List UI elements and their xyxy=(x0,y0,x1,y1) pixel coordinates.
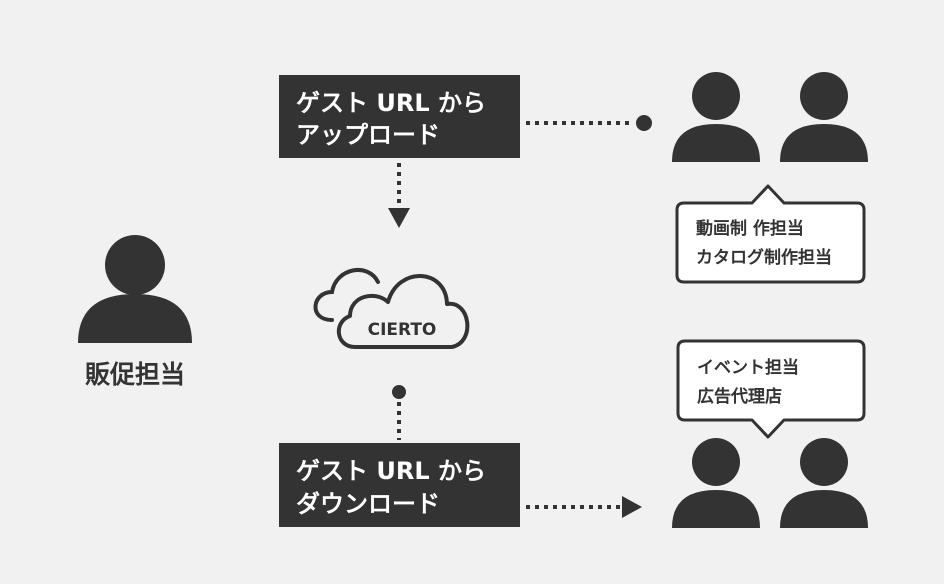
download-box xyxy=(279,443,520,527)
download-group-speech-bubble xyxy=(676,339,866,439)
download-group-bubble-line1: イベント担当 xyxy=(697,357,799,378)
download-group-person-icon-2 xyxy=(780,438,868,528)
download-group-person-icon-1 xyxy=(672,438,760,528)
upload-group-bubble-line2: カタログ制作担当 xyxy=(696,247,832,268)
upload-box-line1: ゲスト URL から xyxy=(296,89,486,117)
cloud-label: CIERTO xyxy=(368,320,437,340)
sales-person-icon xyxy=(78,235,192,343)
download-box-line2: ダウンロード xyxy=(296,490,440,518)
upload-box xyxy=(279,75,520,158)
upload-group-bubble-line1: 動画制 作担当 xyxy=(696,218,804,239)
cloud-icon xyxy=(313,268,470,349)
upload-group-speech-bubble xyxy=(675,184,866,284)
upload-box-line2: アップロード xyxy=(296,121,440,149)
sales-person-label: 販促担当 xyxy=(85,360,185,389)
upload-to-cloud-arrow-head xyxy=(388,208,410,228)
download-group-arrow-head xyxy=(622,496,642,518)
upload-group-person-icon-2 xyxy=(780,72,868,162)
download-group-bubble-line2: 広告代理店 xyxy=(697,386,782,407)
cloud-connector-dot xyxy=(392,385,406,399)
upload-group-connector-dot xyxy=(636,115,652,131)
upload-group-person-icon-1 xyxy=(672,72,760,162)
download-box-line1: ゲスト URL から xyxy=(296,457,486,485)
